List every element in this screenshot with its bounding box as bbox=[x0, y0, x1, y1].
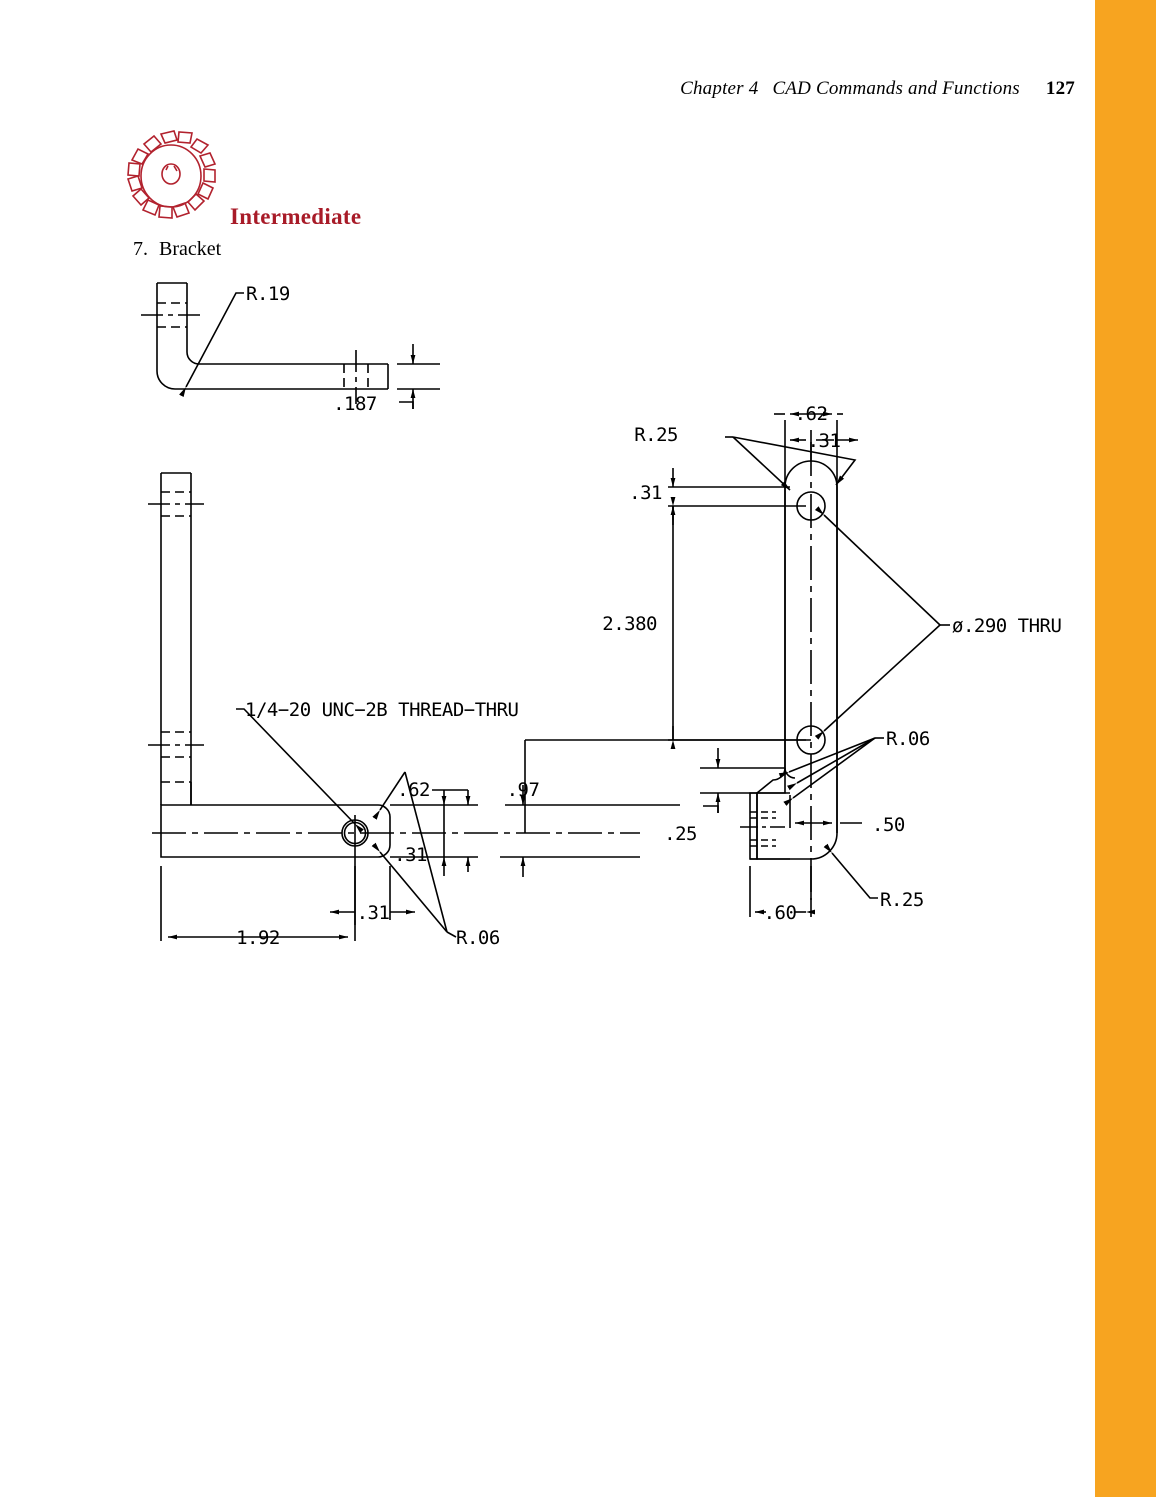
dim-label-side-hole-size: ø.290 THRU bbox=[952, 615, 1061, 637]
dim-side-foot-width bbox=[749, 866, 815, 917]
dim-thread-note-leader bbox=[236, 708, 364, 834]
dim-label-side-hole-spacing: 2.380 bbox=[602, 613, 657, 635]
dim-side-hole-size-leaders bbox=[814, 506, 950, 740]
dim-label-side-fillet: R.06 bbox=[886, 728, 930, 750]
dim-label-side-foot-width: .60 bbox=[764, 902, 797, 924]
gear-icon bbox=[126, 130, 217, 219]
view-front bbox=[148, 472, 640, 925]
problem-title: Bracket bbox=[159, 238, 222, 260]
view-top-profile bbox=[141, 282, 389, 404]
dim-label-front-length: 1.92 bbox=[236, 927, 280, 949]
dim-front-lengths bbox=[160, 866, 415, 941]
page-number: 127 bbox=[1045, 78, 1075, 99]
dim-label-front-hole-offset: .31 bbox=[357, 902, 390, 924]
dim-top-radius-leader bbox=[179, 292, 244, 398]
dim-side-radius-bottom-leader bbox=[823, 843, 878, 899]
dim-label-thread-note: 1/4−20 UNC−2B THREAD−THRU bbox=[245, 699, 519, 721]
dim-front-fillet-leaders bbox=[371, 771, 457, 938]
dim-thickness bbox=[397, 344, 440, 409]
dim-label-front-lower: .31 bbox=[394, 844, 427, 866]
dim-label-top-radius: R.19 bbox=[246, 283, 290, 305]
view-side bbox=[740, 442, 838, 900]
dim-label-side-top-edge: .31 bbox=[629, 482, 662, 504]
dim-side-top bbox=[668, 411, 858, 525]
dim-label-side-foot-offset: .50 bbox=[872, 814, 905, 836]
dim-label-side-width: .62 bbox=[795, 403, 828, 425]
dim-label-side-hole-center: .31 bbox=[808, 430, 841, 452]
header-chapter-number: Chapter 4 bbox=[680, 78, 759, 99]
dim-label-front-fillet: R.06 bbox=[456, 927, 500, 949]
header-chapter-title: CAD Commands and Functions bbox=[772, 78, 1020, 99]
dim-front-overall-height bbox=[500, 785, 680, 877]
dim-side-radius-top-leaders bbox=[725, 436, 857, 491]
dim-side-hole-spacing bbox=[524, 497, 811, 833]
problem-number: 7. bbox=[133, 238, 148, 260]
dim-label-thickness: .187 bbox=[333, 393, 377, 415]
dim-front-heights bbox=[390, 789, 478, 876]
problem-heading: 7. Bracket bbox=[133, 238, 221, 261]
dim-label-front-overall: .97 bbox=[507, 779, 540, 801]
dim-label-side-radius-bottom: R.25 bbox=[880, 889, 924, 911]
difficulty-level-label: Intermediate bbox=[230, 204, 362, 229]
dimension-text-layer: R.19 .187 1/4−20 UNC−2B THREAD−THRU .62 … bbox=[236, 283, 1062, 949]
dim-label-front-upper: .62 bbox=[397, 779, 430, 801]
dim-side-fillet-leaders bbox=[778, 737, 884, 807]
dim-label-side-foot-height: .25 bbox=[664, 823, 697, 845]
dim-label-side-radius-top: R.25 bbox=[634, 424, 678, 446]
page-header: Chapter 4 CAD Commands and Functions 127 bbox=[0, 78, 1075, 100]
dim-side-foot-height bbox=[700, 748, 785, 813]
page-edge-accent-bar bbox=[1095, 0, 1156, 1497]
dim-side-foot-offset bbox=[789, 795, 862, 828]
